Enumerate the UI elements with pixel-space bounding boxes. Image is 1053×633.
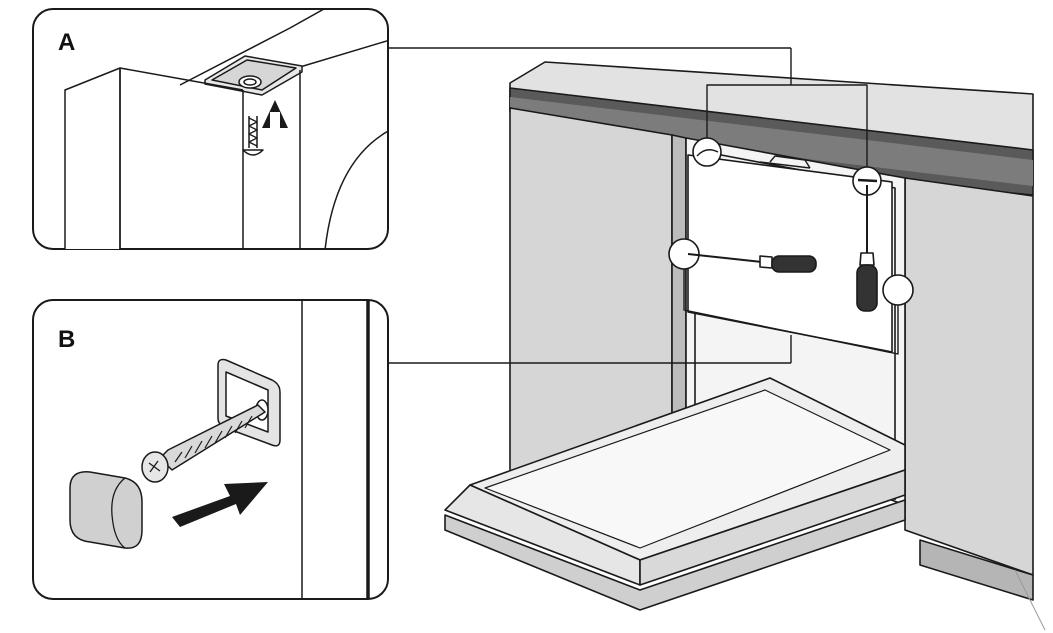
door-tray-inner bbox=[484, 389, 891, 549]
dishwasher-installation-scene bbox=[444, 48, 1046, 631]
panel-b-cover-cap bbox=[69, 471, 143, 549]
door-base bbox=[444, 499, 906, 611]
detail-panel-a: A bbox=[32, 8, 389, 250]
panel-top-tab bbox=[769, 155, 811, 169]
screwdriver-horizontal bbox=[687, 253, 817, 273]
panel-a-screw bbox=[242, 116, 264, 156]
worktop-front-inner bbox=[510, 97, 1033, 186]
callout-bracket-top bbox=[706, 84, 868, 167]
panel-a-door-curve bbox=[324, 129, 388, 249]
screw-marker-side-right bbox=[882, 274, 914, 306]
panel-top-notch bbox=[759, 161, 811, 169]
plinth-hatch-line bbox=[1014, 569, 1046, 631]
panel-a-cabinet-side bbox=[64, 67, 121, 249]
panel-b-arrow-icon bbox=[172, 482, 268, 527]
right-cabinet-panel bbox=[904, 177, 1034, 576]
callout-bracket-bottom bbox=[683, 269, 899, 355]
door-tray-right bbox=[639, 469, 906, 586]
panel-a-worktop-edge bbox=[179, 9, 341, 86]
panel-b-screw bbox=[141, 404, 266, 483]
panel-b-label: B bbox=[58, 326, 75, 353]
panel-a-label: A bbox=[58, 29, 75, 56]
panel-a-arrow-up-icon bbox=[262, 100, 288, 128]
detail-panel-b: B bbox=[32, 299, 389, 600]
screwdriver-vertical bbox=[856, 185, 878, 312]
right-cabinet-plinth bbox=[919, 539, 1034, 601]
